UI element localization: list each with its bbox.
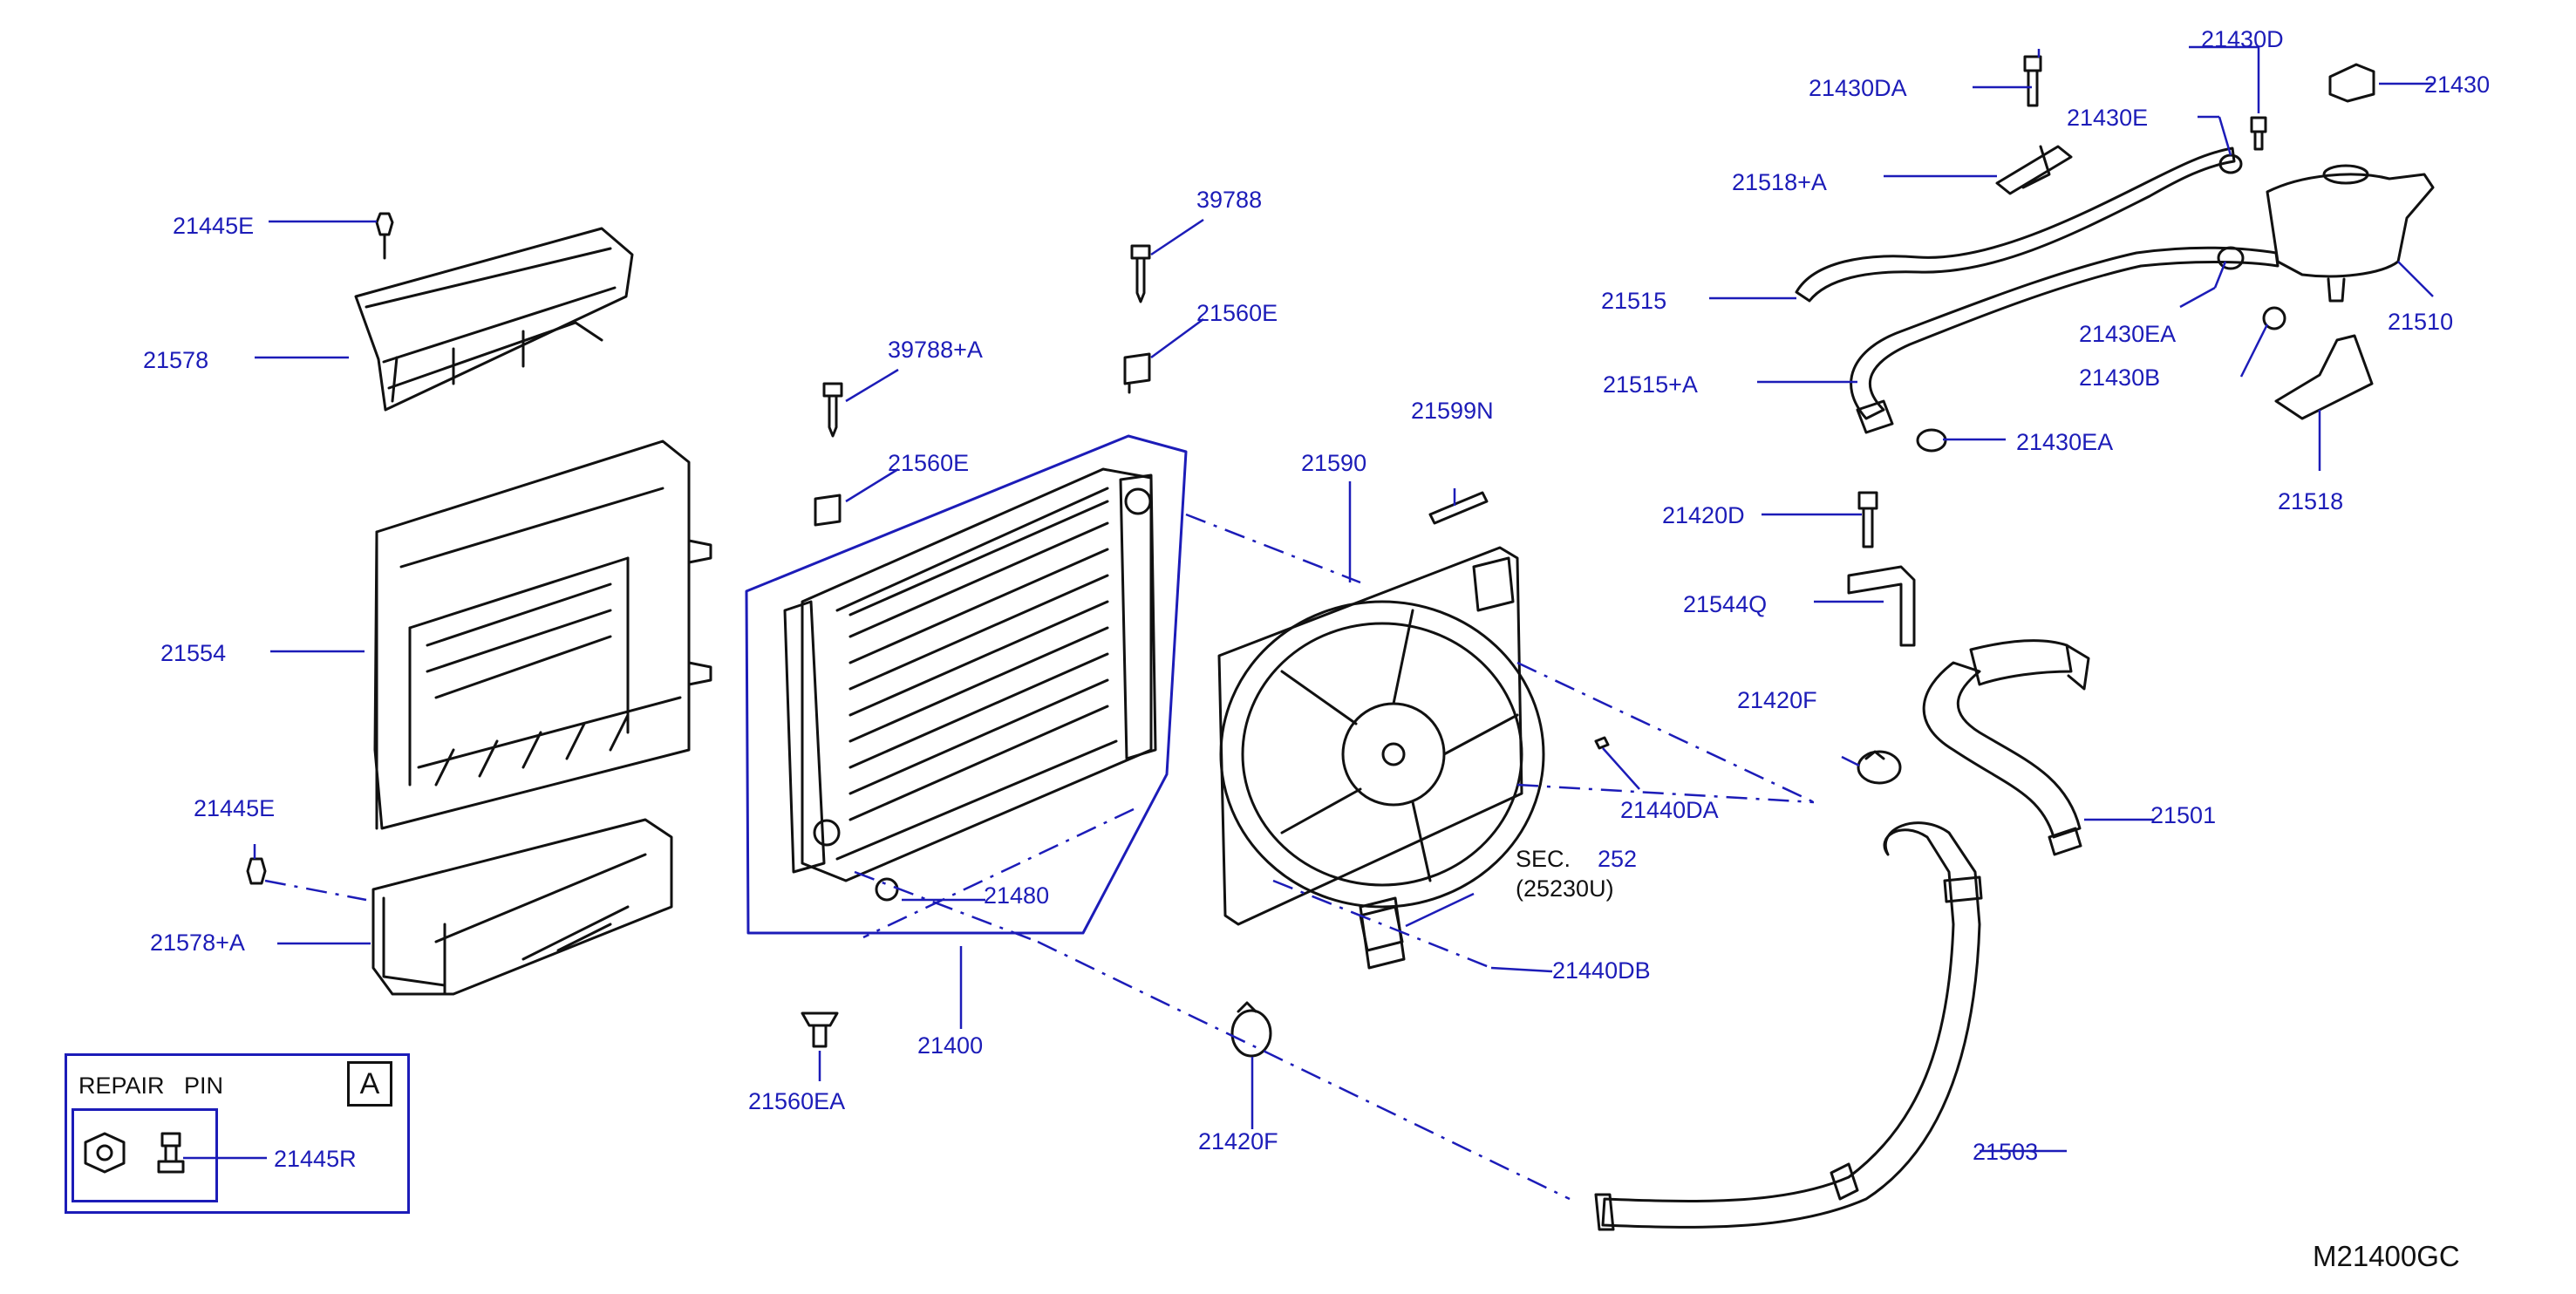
label-21518a: 21518+A <box>1732 169 1827 195</box>
label-39788a: 39788+A <box>888 337 983 363</box>
bolt-21430da <box>2023 55 2042 107</box>
reservoir-tank-21510 <box>2266 164 2435 303</box>
repair-pin-inner-box <box>72 1108 218 1202</box>
label-21420d: 21420D <box>1662 502 1745 528</box>
label-21544q: 21544Q <box>1683 591 1768 617</box>
label-39788: 39788 <box>1196 187 1263 213</box>
bolt-21420d <box>1857 491 1878 548</box>
marker-a: A <box>347 1061 392 1107</box>
label-21480: 21480 <box>984 882 1050 909</box>
clip-21560e-right <box>1123 352 1151 394</box>
label-21430da: 21430DA <box>1809 75 1907 101</box>
label-21560ea: 21560EA <box>748 1088 846 1114</box>
screw-21440da <box>1594 736 1610 750</box>
hose-clamp-21420f-lower <box>1230 1001 1272 1058</box>
repair-pin-title: REPAIR PIN <box>78 1073 224 1099</box>
clip-39788 <box>1130 244 1151 303</box>
label-21518: 21518 <box>2278 488 2344 514</box>
phantom-lines <box>264 513 1815 1201</box>
label-21430b: 21430B <box>2079 364 2161 391</box>
label-21515: 21515 <box>1601 288 1667 314</box>
label-21440da: 21440DA <box>1620 797 1719 823</box>
clamp-21430ea-bottom <box>1916 428 1947 453</box>
clip-21560e-left <box>814 494 842 527</box>
reservoir-hose-21515a <box>1850 246 2280 434</box>
clip-39788a <box>822 382 843 438</box>
label-21420f-lower: 21420F <box>1198 1128 1278 1154</box>
radiator-21400 <box>783 467 1157 882</box>
clip-21445e-lower <box>246 857 267 885</box>
label-21510: 21510 <box>2388 309 2454 335</box>
clip-21445e-top <box>375 212 394 260</box>
label-21430: 21430 <box>2424 72 2491 98</box>
section-number: 252 <box>1598 846 1638 872</box>
label-21445r: 21445R <box>274 1146 357 1172</box>
label-21578: 21578 <box>143 347 209 373</box>
radiator-assembly-outline <box>745 434 1188 935</box>
label-21445e-top: 21445E <box>173 213 255 239</box>
upper-hose-21501 <box>1922 639 2090 856</box>
label-21554: 21554 <box>160 640 227 666</box>
label-21430ea-top: 21430EA <box>2079 321 2177 347</box>
leader-lines <box>183 45 2434 1160</box>
label-21503: 21503 <box>1973 1139 2039 1165</box>
label-21420f-upper: 21420F <box>1737 687 1817 713</box>
label-21560e-right: 21560E <box>1196 300 1278 326</box>
clip-21480 <box>875 877 899 902</box>
lower-hose-21503 <box>1594 821 1983 1231</box>
diagram-code: M21400GC <box>2313 1240 2460 1272</box>
label-21515a: 21515+A <box>1603 371 1698 398</box>
fan-shroud-21554 <box>373 439 712 830</box>
bracket-21518a <box>1995 145 2073 195</box>
label-21590: 21590 <box>1301 450 1367 476</box>
clamp-21430ea-top <box>2217 246 2245 270</box>
label-21578a: 21578+A <box>150 930 245 956</box>
motor-connector-21440db <box>1359 905 1404 952</box>
label-21599n: 21599N <box>1411 398 1494 424</box>
label-21430d: 21430D <box>2201 26 2284 52</box>
reservoir-cap-21430 <box>2328 63 2375 103</box>
seal-21599n <box>1428 491 1489 525</box>
bracket-21518 <box>2274 334 2374 420</box>
label-21430ea-bottom: 21430EA <box>2016 429 2114 455</box>
label-21430e: 21430E <box>2067 105 2149 131</box>
bolt-21430d <box>2250 116 2267 151</box>
hose-clamp-21420f-upper <box>1857 750 1902 785</box>
nut-21430b <box>2262 306 2286 330</box>
label-21501: 21501 <box>2150 802 2217 828</box>
bracket-21544q <box>1847 565 1916 647</box>
section-label: SEC. <box>1516 846 1571 872</box>
fan-assembly-21590 <box>1217 546 1545 970</box>
label-21560e-left: 21560E <box>888 450 970 476</box>
grommet-21560ea <box>801 1011 839 1048</box>
label-21400: 21400 <box>917 1032 984 1059</box>
repair-pin-box <box>65 1053 410 1214</box>
upper-air-guide-21578 <box>354 227 634 412</box>
section-sub-part: (25230U) <box>1516 875 1614 902</box>
lower-air-guide-21578a <box>371 818 673 996</box>
label-21440db: 21440DB <box>1552 957 1651 984</box>
label-21445e-lower: 21445E <box>194 795 276 821</box>
repair-pin-icons <box>84 1132 185 1174</box>
